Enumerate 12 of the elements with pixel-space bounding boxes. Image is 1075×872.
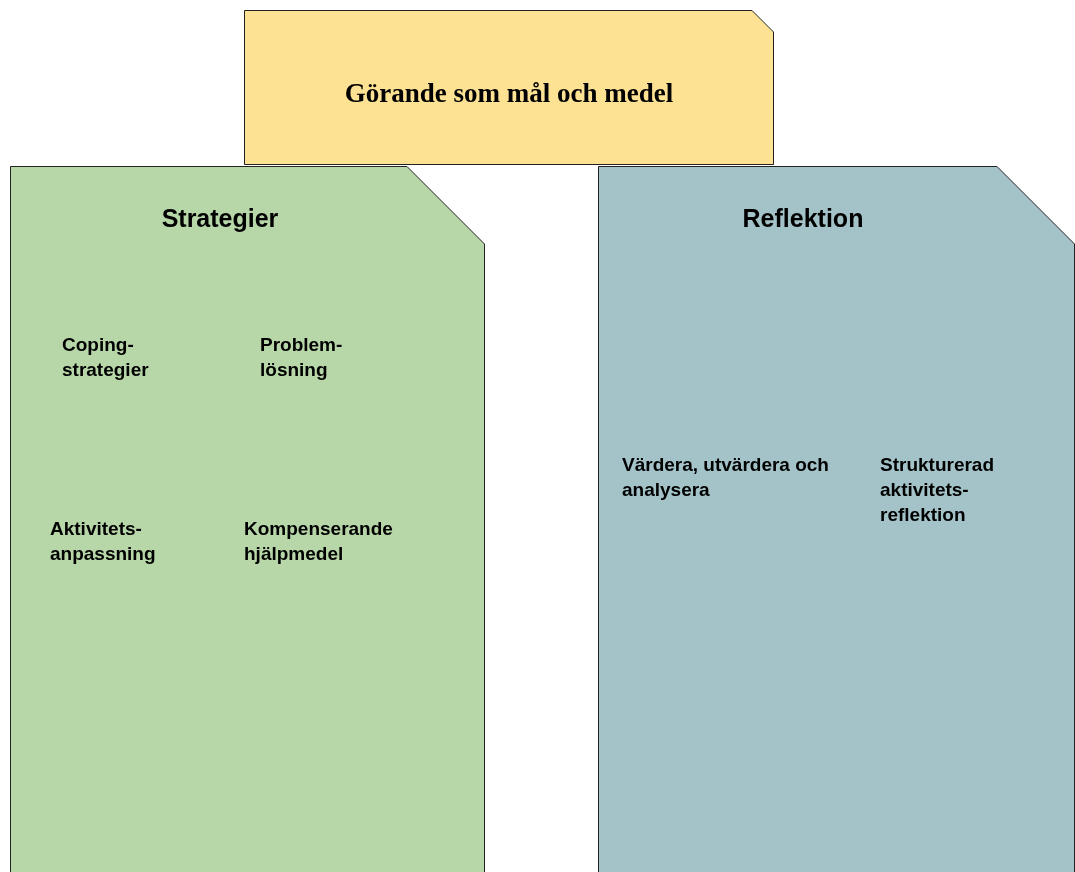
item-label: Värdera, utvärdera och analysera	[622, 453, 830, 502]
title-box	[244, 10, 774, 165]
item-label: Aktivitets- anpassning	[50, 517, 157, 566]
diagram-heading: Görande som mål och medel	[343, 78, 675, 109]
item-label: Kompenserande hjälpmedel	[244, 517, 394, 566]
category-panel	[10, 166, 485, 872]
item-label: Coping- strategier	[62, 333, 150, 382]
item-label: Problem- lösning	[260, 333, 344, 382]
item-label: Strukturerad aktivitets- reflektion	[880, 453, 996, 527]
category-panel	[598, 166, 1075, 872]
panel-heading: Strategier	[160, 204, 280, 233]
panel-heading: Reflektion	[741, 204, 865, 233]
